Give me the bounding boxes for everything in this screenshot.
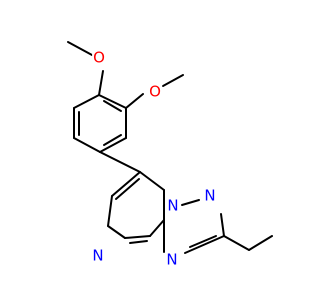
- atom-label-oxygen-top: O: [92, 48, 106, 67]
- bond-line-3: [125, 93, 144, 109]
- bond-line-28: [223, 235, 250, 251]
- bond-line-10: [103, 100, 122, 112]
- bond-line-23: [181, 199, 200, 206]
- atom-label-nitrogen-pyrimidine: N: [91, 246, 105, 265]
- bond-line-9: [73, 94, 100, 109]
- bond-line-13: [99, 151, 141, 173]
- molecule-diagram: O O N N N N: [67, 41, 273, 269]
- bond-line-4: [98, 94, 127, 109]
- bond-line-24: [220, 213, 225, 237]
- bond-line-18: [107, 225, 126, 239]
- bond-line-27: [189, 235, 217, 248]
- bond-line-2: [162, 74, 184, 87]
- bond-line-14: [139, 171, 165, 191]
- atom-label-oxygen-right: O: [148, 82, 162, 101]
- atom-label-nitrogen-junction: N: [165, 250, 179, 269]
- bond-line-0: [67, 41, 93, 56]
- bond-line-17: [124, 235, 151, 239]
- bond-line-7: [73, 137, 101, 153]
- bond-line-29: [248, 235, 273, 251]
- bond-line-22: [129, 240, 148, 244]
- bond-line-16: [149, 219, 165, 237]
- atom-label-nitrogen-triazole: N: [203, 186, 217, 205]
- bond-line-1: [98, 70, 104, 96]
- bond-line-25: [184, 235, 225, 254]
- bond-line-20: [111, 171, 141, 197]
- bond-line-11: [103, 134, 122, 146]
- bond-line-6: [99, 137, 127, 153]
- atom-label-nitrogen-bridge: N: [166, 196, 180, 215]
- bond-line-21: [115, 178, 140, 200]
- bond-line-19: [107, 195, 113, 227]
- bond-layer: [67, 41, 273, 254]
